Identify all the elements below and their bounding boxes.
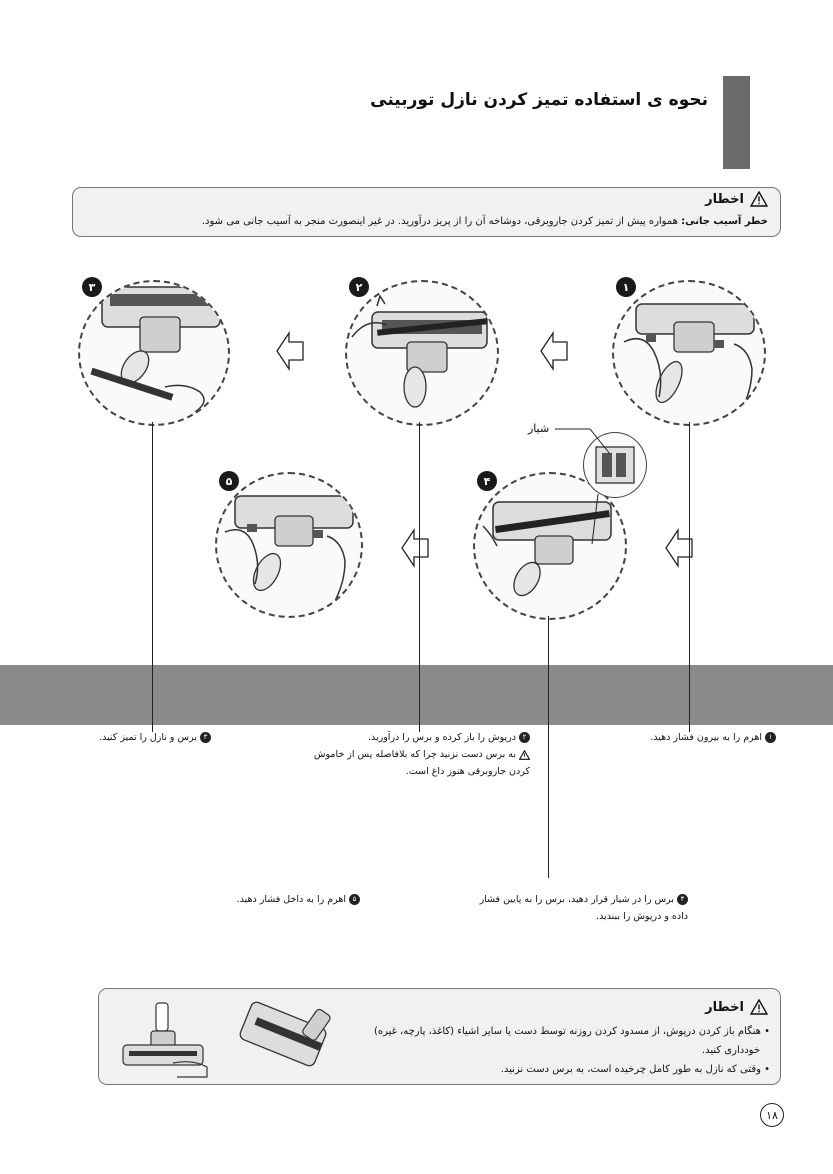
warning-text: خطر آسیب جانی: همواره پیش از تمیز کردن ج… [202, 212, 768, 231]
instruction-text: اهرم را به داخل فشار دهید. [237, 894, 346, 905]
grey-band [0, 665, 833, 725]
step-number-4: ۴ [477, 471, 497, 491]
warning-heading: اخطار [705, 999, 768, 1015]
step-number-5: ۵ [219, 471, 239, 491]
figure-step-3 [78, 280, 230, 426]
instruction-number: ۴ [677, 894, 688, 905]
instruction-number: ٢ [519, 732, 530, 743]
nozzle-illustration [347, 282, 497, 424]
arrow-left-icon [401, 528, 429, 568]
groove-label: شیار [528, 420, 549, 437]
nozzle-illustration [217, 474, 361, 616]
instruction-3: ٣برس و نازل را تمیز کنید. [99, 729, 211, 746]
leader-line-3 [152, 422, 153, 732]
instruction-text: اهرم را به بیرون فشار دهید. [650, 732, 762, 743]
warning-bullet-1: هنگام باز کردن درپوش، از مسدود کردن روزن… [374, 1026, 761, 1037]
arrow-left-icon [540, 331, 568, 371]
groove-pointer-line [588, 494, 606, 546]
warning-bullets: • هنگام باز کردن درپوش، از مسدود کردن رو… [374, 1022, 770, 1079]
leader-line-1 [689, 422, 690, 732]
instruction-text-cont: داده و درپوش را ببندید. [480, 908, 688, 925]
instruction-number: ٣ [200, 732, 211, 743]
warning-bullet-1-cont: خودداری کنید. [374, 1041, 770, 1060]
arrow-left-icon [276, 331, 304, 371]
nozzle-upright-illustration [113, 999, 213, 1079]
warning-heading: اخطار [705, 191, 768, 207]
warning-heading-text: اخطار [705, 192, 744, 207]
step-number-3: ٣ [82, 277, 102, 297]
instruction-number: ۵ [349, 894, 360, 905]
warning-triangle-icon [750, 999, 768, 1015]
warning-label: خطر آسیب جانی: [681, 216, 768, 227]
instruction-text: درپوش را باز کرده و برس را درآورید. [368, 732, 516, 743]
warning-body: همواره پیش از تمیز کردن جاروبرقی، دوشاخه… [202, 216, 678, 227]
warning-box-bottom: اخطار • هنگام باز کردن درپوش، از مسدود ک… [98, 988, 781, 1085]
step-number-1: ١ [616, 277, 636, 297]
step-number-2: ٢ [349, 277, 369, 297]
warning-triangle-icon [750, 191, 768, 207]
nozzle-brush-illustration [239, 994, 349, 1078]
figure-step-5 [215, 472, 363, 618]
nozzle-illustration [614, 282, 764, 424]
figure-step-2 [345, 280, 499, 426]
page-title: نحوه ی استفاده تمیز کردن نازل توربینی [370, 90, 708, 110]
page-number: ١٨ [760, 1103, 784, 1127]
section-tab [723, 76, 750, 169]
nozzle-illustration [80, 282, 228, 424]
instruction-text: برس و نازل را تمیز کنید. [99, 732, 197, 743]
warning-triangle-icon [519, 750, 530, 760]
figure-step-1 [612, 280, 766, 426]
instruction-2: ٢درپوش را باز کرده و برس را درآورید. به … [314, 729, 530, 780]
instruction-1: ١اهرم را به بیرون فشار دهید. [650, 729, 776, 746]
warning-box-top: اخطار خطر آسیب جانی: همواره پیش از تمیز … [72, 187, 781, 237]
instruction-text: برس را در شیار قرار دهید، برس را به پایی… [480, 894, 674, 905]
groove-leader-line [555, 426, 615, 456]
warning-heading-text: اخطار [705, 1000, 744, 1015]
warning-bullet-2: وقتی که نازل به طور کامل چرخیده است، به … [501, 1064, 761, 1075]
instruction-warning: به برس دست نزنید چرا که بلافاصله پس از خ… [314, 749, 516, 760]
instruction-5: ۵اهرم را به داخل فشار دهید. [237, 891, 360, 908]
instruction-number: ١ [765, 732, 776, 743]
leader-line-2 [419, 422, 420, 732]
instruction-4: ۴برس را در شیار قرار دهید، برس را به پای… [480, 891, 688, 925]
leader-line-4 [548, 616, 549, 878]
instruction-warning-cont: کردن جاروبرقی هنوز داغ است. [314, 763, 530, 780]
